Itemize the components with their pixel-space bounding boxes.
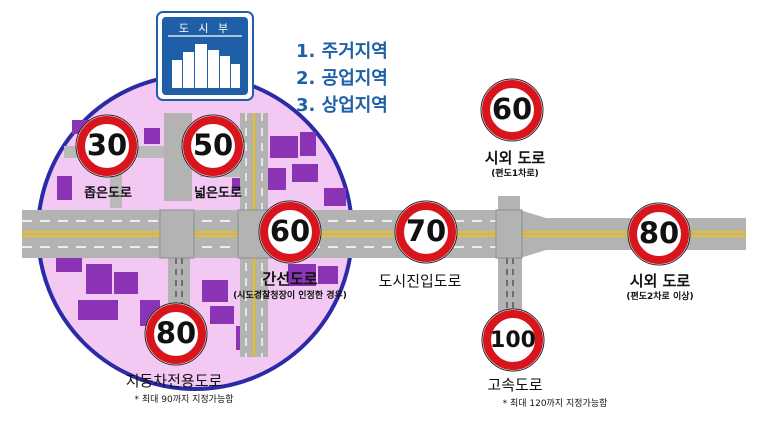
city-skyline-icon	[172, 44, 240, 88]
speed-sign-wide: 50	[181, 114, 245, 178]
speed-value-entry: 70	[406, 214, 446, 248]
area-item: 3. 상업지역	[296, 95, 388, 116]
arterial-road-label: 간선도로	[262, 270, 318, 288]
rural1-road-sub: (편도1차로)	[491, 169, 539, 179]
speed-sign-arterial: 60	[258, 200, 322, 264]
speed-sign-highway: 100	[481, 308, 545, 372]
arterial-road-sub: (시도경찰청장이 인정한 경우)	[233, 291, 347, 301]
speed-value-rural2: 80	[639, 216, 679, 250]
speed-value-highway: 100	[490, 328, 536, 353]
speed-sign-motorway: 80	[144, 302, 208, 366]
speed-value-narrow: 30	[87, 128, 127, 162]
highway-label: 고속도로	[487, 376, 543, 394]
rural2-road-sub: (편도2차로 이상)	[626, 292, 694, 302]
motorway-label: 지동차전용도로	[125, 372, 223, 390]
motorway-note: * 최대 90까지 지정가능함	[134, 395, 234, 405]
speed-value-motorway: 80	[156, 316, 196, 350]
area-item: 1. 주거지역	[296, 41, 388, 62]
speed-sign-entry: 70	[394, 200, 458, 264]
area-item: 2. 공업지역	[296, 68, 388, 89]
area-list: 1. 주거지역 2. 공업지역 3. 상업지역	[296, 38, 388, 119]
intersections	[159, 209, 523, 259]
rural2-road-label: 시외 도로	[629, 272, 691, 290]
wide-road-label: 넓은도로	[194, 186, 242, 201]
speed-sign-narrow: 30	[75, 114, 139, 178]
entry-road-label: 도시진입도로	[378, 272, 462, 290]
speed-value-arterial: 60	[270, 214, 310, 248]
narrow-road-label: 좁은도로	[84, 186, 132, 201]
speed-sign-rural2: 80	[627, 202, 691, 266]
city-sign-text: 도 시 부	[178, 22, 232, 35]
speed-signs: 30 50 60 70 60 80 80 100	[75, 78, 691, 372]
speed-value-rural1: 60	[492, 92, 532, 126]
buildings	[56, 120, 346, 350]
highway-note: * 최대 120까지 지정가능함	[502, 399, 608, 409]
speed-sign-rural1: 60	[480, 78, 544, 142]
speed-value-wide: 50	[193, 128, 233, 162]
city-sign	[156, 11, 254, 101]
rural1-road-label: 시외 도로	[484, 149, 546, 167]
